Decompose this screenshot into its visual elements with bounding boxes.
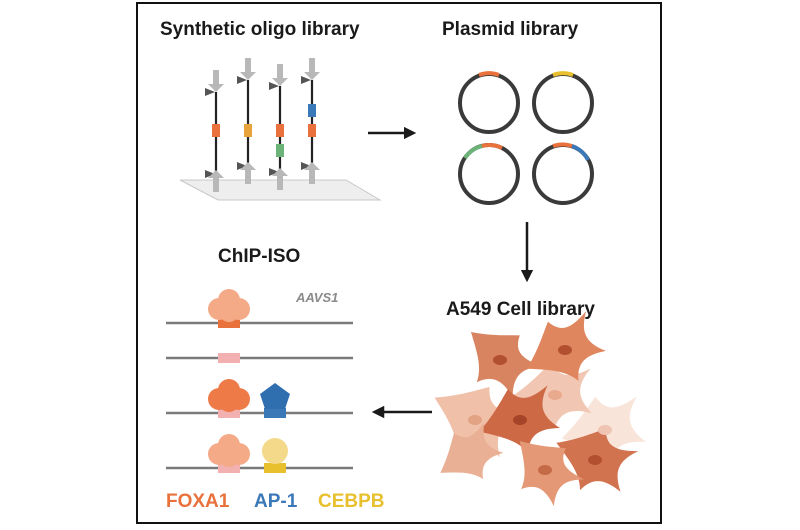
cebpb-protein <box>262 438 288 464</box>
oligo-probe <box>269 64 288 190</box>
foxa1-protein <box>208 379 250 412</box>
plasmid-circle <box>532 72 594 134</box>
figure-frame <box>136 2 662 524</box>
cell-cluster <box>419 300 656 517</box>
aavs1-label: AAVS1 <box>296 290 339 305</box>
foxa1-protein <box>208 434 250 467</box>
plasmid-library <box>458 71 594 205</box>
foxa1-protein <box>208 289 250 322</box>
legend-ap1: AP-1 <box>254 491 298 512</box>
chip-iso-tracks <box>166 289 353 473</box>
legend-cebpb: CEBPB <box>318 491 385 512</box>
ap1-protein <box>260 383 290 409</box>
plasmid-circle <box>458 72 520 134</box>
chip-iso-title: ChIP-ISO <box>218 246 301 267</box>
synthetic-oligo-title: Synthetic oligo library <box>160 19 360 40</box>
oligo-probe <box>301 58 320 184</box>
oligo-probe <box>237 58 256 184</box>
oligo-probe <box>205 70 224 192</box>
plasmid-library-title: Plasmid library <box>442 19 579 40</box>
legend-foxa1: FOXA1 <box>166 491 230 512</box>
cell-library-title: A549 Cell library <box>446 299 595 320</box>
oligo-array <box>179 58 382 201</box>
